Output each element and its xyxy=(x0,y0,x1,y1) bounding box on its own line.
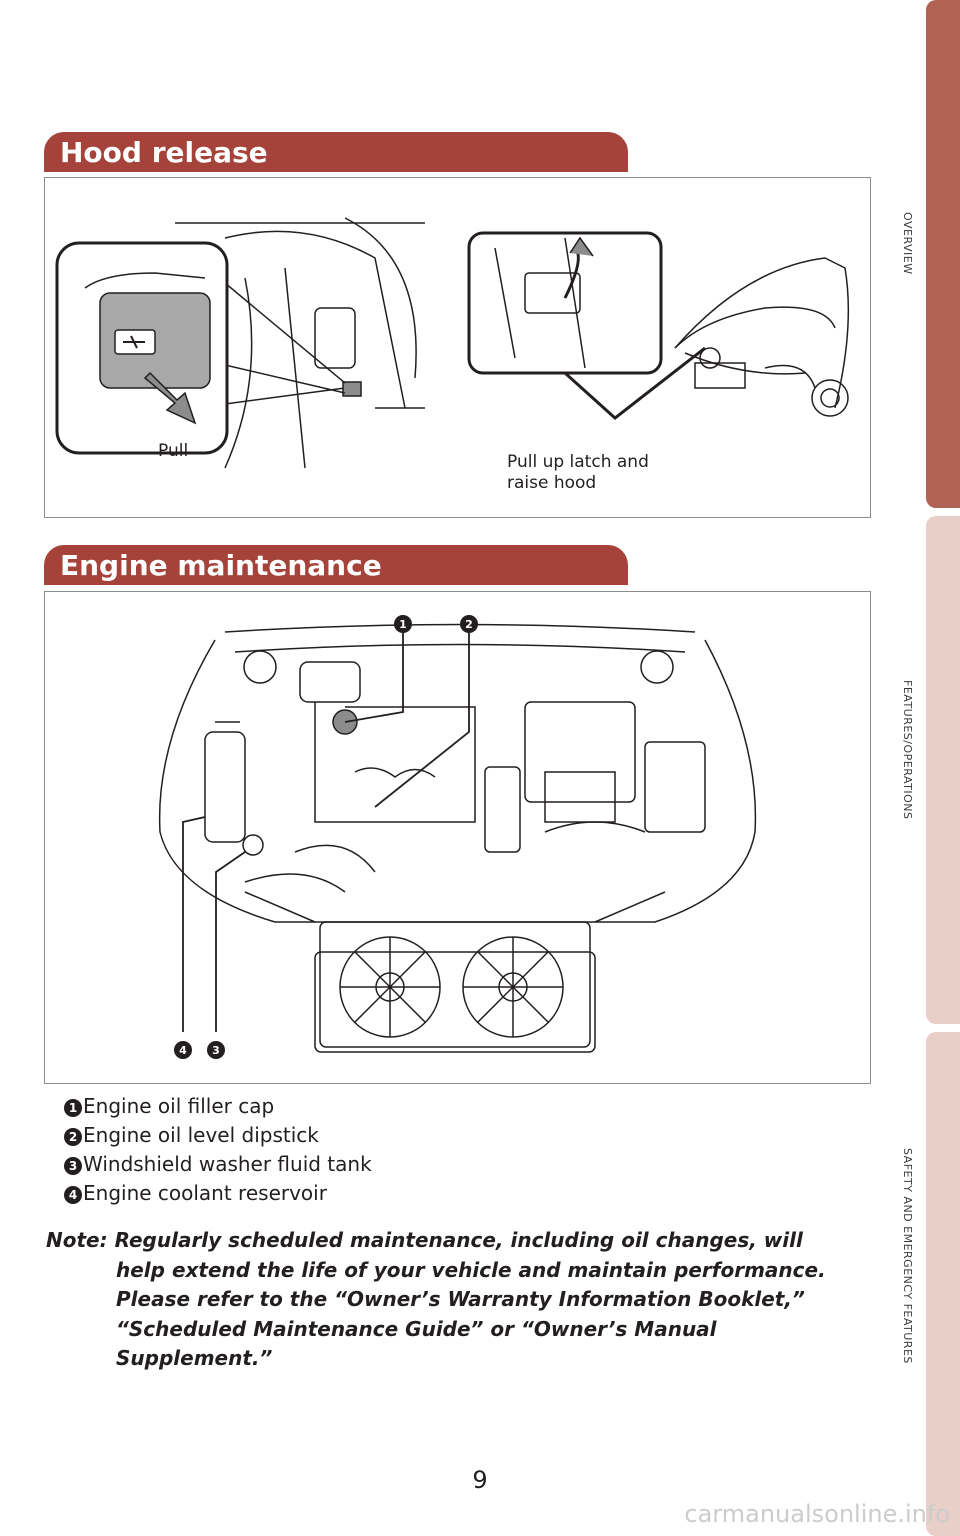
latch-caption: Pull up latch and raise hood xyxy=(507,452,649,495)
engine-maintenance-title: Engine maintenance xyxy=(60,549,382,582)
callout-3-label: 3 xyxy=(212,1044,220,1057)
hood-release-illustration: Pull xyxy=(55,217,850,469)
pull-label: Pull xyxy=(158,441,188,461)
note-line-1: Note: Regularly scheduled maintenance, i… xyxy=(46,1228,803,1252)
note-line-5: Supplement.” xyxy=(116,1346,273,1370)
note-line-3: Please refer to the “Owner’s Warranty In… xyxy=(116,1287,805,1311)
side-tab-safety[interactable] xyxy=(926,1032,960,1536)
latch-caption-line2: raise hood xyxy=(507,473,597,494)
side-label-overview: OVERVIEW xyxy=(901,212,914,275)
hood-release-figure: Pull Pull up latch and raise hood xyxy=(44,177,871,518)
callout-3-marker xyxy=(207,1041,225,1059)
legend-number: 4 xyxy=(64,1186,82,1204)
legend-number: 1 xyxy=(64,1099,82,1117)
legend-text: Engine coolant reservoir xyxy=(83,1181,327,1205)
callout-4-label: 4 xyxy=(179,1044,187,1057)
side-tab-overview[interactable] xyxy=(926,0,960,508)
engine-maintenance-header: Engine maintenance xyxy=(44,545,628,585)
note-line-4: “Scheduled Maintenance Guide” or “Owner’… xyxy=(116,1316,717,1341)
legend-text: Engine oil level dipstick xyxy=(83,1123,319,1147)
note-line-2: help extend the life of your vehicle and… xyxy=(116,1257,826,1282)
callout-2-marker xyxy=(460,615,478,633)
callout-markers: 1 2 4 3 xyxy=(174,615,478,1059)
hood-release-header: Hood release xyxy=(44,132,628,172)
side-label-features: FEATURES/OPERATIONS xyxy=(901,680,914,820)
side-tab-features[interactable] xyxy=(926,516,960,1024)
callout-2-label: 2 xyxy=(465,618,473,631)
page-number: 9 xyxy=(472,1466,488,1494)
engine-figure: 1 2 4 3 xyxy=(44,591,871,1084)
watermark: carmanualsonline.info xyxy=(684,1500,950,1528)
legend-text: Windshield washer fluid tank xyxy=(83,1152,372,1176)
legend-number: 2 xyxy=(64,1128,82,1146)
callout-1-label: 1 xyxy=(399,618,407,631)
hood-release-title: Hood release xyxy=(60,136,268,169)
legend-text: Engine oil filler cap xyxy=(83,1094,275,1118)
side-label-safety: SAFETY AND EMERGENCY FEATURES xyxy=(901,1148,914,1364)
callout-1-marker xyxy=(394,615,412,633)
callout-4-marker xyxy=(174,1041,192,1059)
engine-illustration: 1 2 4 3 xyxy=(158,615,757,1059)
legend-number: 3 xyxy=(64,1157,82,1175)
maintenance-note: Note: Regularly scheduled maintenance, i… xyxy=(46,1226,866,1374)
latch-caption-line1: Pull up latch and xyxy=(507,452,649,472)
